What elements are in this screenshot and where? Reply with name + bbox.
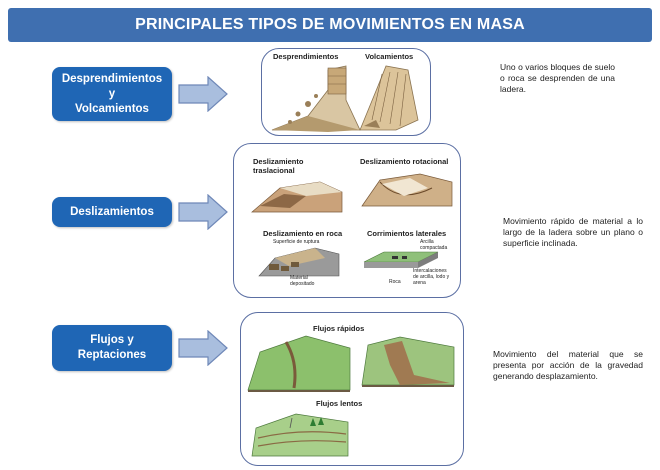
illustration-label: Desprendimientos xyxy=(273,52,339,61)
arrow-icon xyxy=(178,76,228,112)
rock-slide-illustration xyxy=(255,244,343,278)
category-box-deslizamientos: Deslizamientos xyxy=(52,197,172,227)
rotational-slide-illustration xyxy=(360,170,455,210)
illustration-label: Corrimientos laterales xyxy=(367,229,447,238)
callout-label: Material depositado xyxy=(290,275,315,287)
arrow-icon xyxy=(178,194,228,230)
translational-slide-illustration xyxy=(250,178,345,214)
callout-label: Roca xyxy=(389,279,401,285)
illustration-label: Deslizamiento traslacional xyxy=(253,157,304,175)
category-label-line: Reptaciones xyxy=(77,349,147,361)
category-label-line: Volcamientos xyxy=(75,102,149,115)
rockfall-illustration xyxy=(268,60,423,132)
category-box-desprendimientos: Desprendimientos y Volcamientos xyxy=(52,67,172,121)
description-text: Movimiento rápido de material a lo largo… xyxy=(503,216,643,248)
illustration-label: Flujos lentos xyxy=(316,399,363,408)
category-label-line: Desprendimientos xyxy=(61,72,163,85)
illustration-label: Deslizamiento en roca xyxy=(263,229,343,238)
description-text: Uno o varios bloques de suelo o roca se … xyxy=(500,62,615,94)
category-box-flujos: Flujos y Reptaciones xyxy=(52,325,172,371)
category-label-line: Deslizamientos xyxy=(70,205,154,218)
description-text: Movimiento del material que se presenta … xyxy=(493,349,643,381)
page-title: PRINCIPALES TIPOS DE MOVIMIENTOS EN MASA xyxy=(8,8,652,42)
illustration-label: Deslizamiento rotacional xyxy=(360,157,449,166)
rapid-flow-illustration xyxy=(246,332,352,392)
callout-label: Intercalaciones de arcilla, lodo y arena xyxy=(413,268,450,286)
illustration-label: Flujos rápidos xyxy=(313,324,365,333)
callout-label: Superficie de ruptura xyxy=(273,239,320,245)
callout-label: Arcilla compactada xyxy=(420,239,448,251)
creep-illustration xyxy=(250,408,350,458)
debris-flow-illustration xyxy=(360,335,456,387)
arrow-icon xyxy=(178,330,228,366)
lateral-spread-illustration xyxy=(362,248,440,270)
illustration-label: Volcamientos xyxy=(365,52,414,61)
category-label-line: Flujos y xyxy=(90,334,134,346)
category-label-line: y xyxy=(108,87,116,100)
